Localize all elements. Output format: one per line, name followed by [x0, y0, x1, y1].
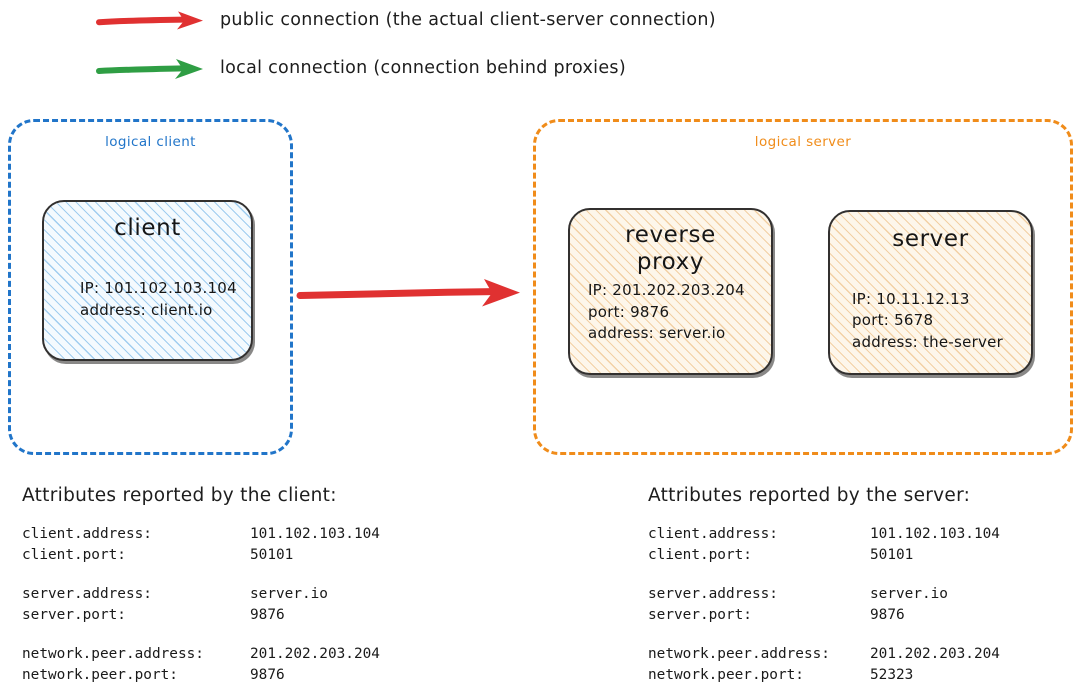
attribute-row: client.port: 50101	[648, 545, 1000, 566]
attribute-key: client.port:	[22, 546, 126, 563]
node-reverse-proxy-details: IP: 201.202.203.204 port: 9876 address: …	[588, 281, 745, 342]
reverse-proxy-hatch-pattern	[570, 210, 771, 373]
red-arrow-icon	[96, 11, 203, 30]
logical-client-group: logical client	[8, 119, 293, 455]
attribute-value: 201.202.203.204	[870, 646, 1000, 663]
logical-client-label: logical client	[105, 134, 196, 150]
attribute-value: 52323	[870, 667, 914, 684]
node-server-title: server	[892, 226, 969, 252]
attributes-client-table: client.address: 101.102.103.104 client.por…	[22, 524, 380, 687]
attribute-row: server.address: server.io	[648, 584, 1000, 605]
attribute-row: client.port: 50101	[22, 545, 380, 566]
attributes-client-tbody: client.address: 101.102.103.104 client.por…	[22, 524, 380, 687]
attribute-key: network.peer.port:	[648, 667, 804, 684]
attribute-key: server.port:	[648, 607, 752, 624]
attribute-row: network.peer.port: 9876	[22, 665, 380, 686]
attribute-key: network.peer.port:	[22, 667, 178, 684]
attribute-value: server.io	[250, 585, 328, 602]
attribute-value: 101.102.103.104	[250, 525, 380, 542]
attribute-value: 9876	[870, 607, 905, 624]
attribute-row: client.address: 101.102.103.104	[648, 524, 1000, 545]
attribute-value: 9876	[250, 607, 285, 624]
legend-item-public-connection: public connection (the actual client-ser…	[96, 8, 716, 34]
attribute-key: server.address:	[648, 585, 778, 602]
attribute-group-spacer	[22, 626, 380, 644]
attributes-server-table: client.address: 101.102.103.104 client.por…	[648, 524, 1000, 687]
attribute-value: 201.202.203.204	[250, 646, 380, 663]
attributes-client-heading: Attributes reported by the client:	[22, 485, 337, 506]
attributes-client-block: Attributes reported by the client: clien…	[22, 485, 380, 687]
attribute-key: network.peer.address:	[648, 646, 830, 663]
attributes-server-heading: Attributes reported by the server:	[648, 485, 971, 506]
attribute-value: 50101	[250, 546, 294, 563]
attribute-key: server.port:	[22, 607, 126, 624]
attribute-key: client.address:	[22, 525, 152, 542]
green-arrow-icon	[96, 59, 203, 79]
legend-item-local-connection: local connection (connection behind prox…	[96, 56, 626, 82]
attribute-row: network.peer.address: 201.202.203.204	[22, 644, 380, 665]
node-server[interactable]: server IP: 10.11.12.13 port: 5678 addres…	[828, 210, 1033, 375]
attribute-row: network.peer.port: 52323	[648, 665, 1000, 686]
attribute-row: client.address: 101.102.103.104	[22, 524, 380, 545]
attribute-row: server.port: 9876	[22, 605, 380, 626]
attribute-value: 9876	[250, 667, 285, 684]
attribute-value: 101.102.103.104	[870, 525, 1000, 542]
node-client[interactable]: client IP: 101.102.103.104 address: clie…	[42, 200, 253, 361]
attribute-group-spacer	[648, 626, 1000, 644]
client-hatch-pattern	[44, 202, 251, 359]
legend-label-public-connection: public connection (the actual client-ser…	[220, 10, 716, 31]
attribute-key: network.peer.address:	[22, 646, 204, 663]
public-connection-arrow-icon	[296, 279, 520, 307]
attribute-row: server.port: 9876	[648, 605, 1000, 626]
attribute-row: network.peer.address: 201.202.203.204	[648, 644, 1000, 665]
server-hatch-pattern	[830, 212, 1031, 373]
attribute-key: client.port:	[648, 546, 752, 563]
attribute-value: server.io	[870, 585, 948, 602]
attribute-key: server.address:	[22, 585, 152, 602]
node-server-details: IP: 10.11.12.13 port: 5678 address: the-…	[852, 290, 1004, 351]
logical-server-group: logical server	[533, 119, 1073, 455]
node-reverse-proxy[interactable]: reverse proxy IP: 201.202.203.204 port: …	[568, 208, 773, 375]
legend-label-local-connection: local connection (connection behind prox…	[220, 58, 626, 79]
attributes-server-block: Attributes reported by the server: clien…	[648, 485, 1000, 687]
attribute-group-spacer	[648, 566, 1000, 584]
node-client-details: IP: 101.102.103.104 address: client.io	[80, 279, 237, 319]
attribute-key: client.address:	[648, 525, 778, 542]
attribute-value: 50101	[870, 546, 914, 563]
logical-server-label: logical server	[754, 134, 852, 150]
attribute-row: server.address: server.io	[22, 584, 380, 605]
node-client-title: client	[114, 215, 181, 241]
attributes-server-tbody: client.address: 101.102.103.104 client.por…	[648, 524, 1000, 687]
attribute-group-spacer	[22, 566, 380, 584]
node-reverse-proxy-title: reverse proxy	[625, 222, 716, 276]
